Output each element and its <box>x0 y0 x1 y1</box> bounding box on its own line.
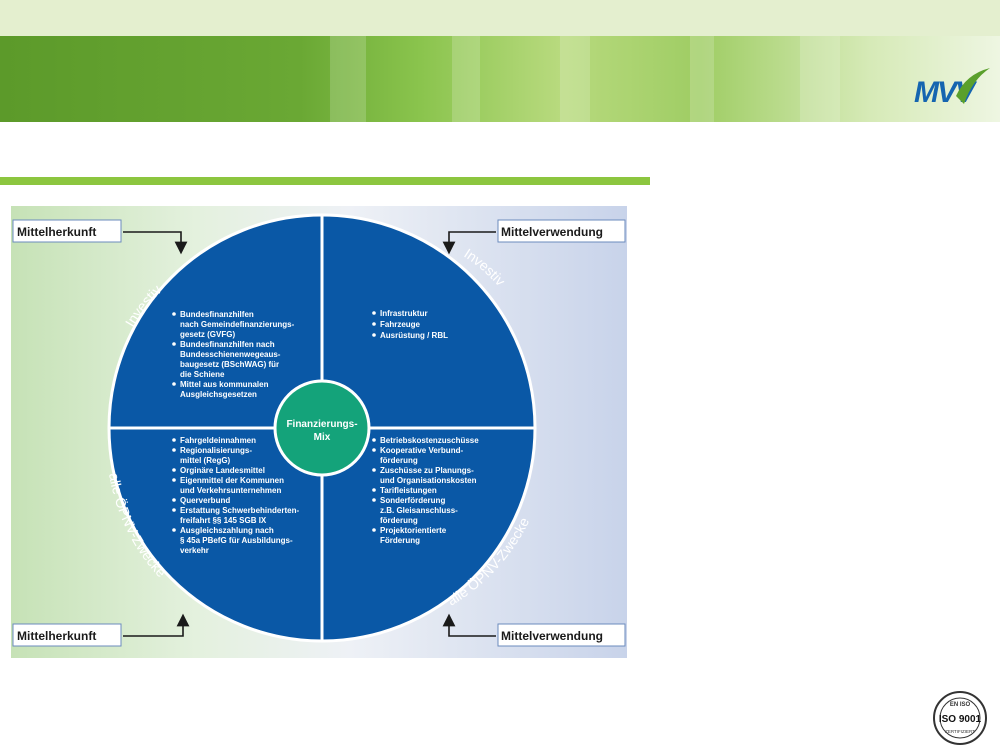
box-mittelherkunft-top-label: Mittelherkunft <box>17 225 96 239</box>
list-item-text: Sonderförderung <box>380 496 445 505</box>
bullet-icon <box>372 322 376 326</box>
list-item-text: Eigenmittel der Kommunen <box>180 476 284 485</box>
iso-badge-main-text: ISO 9001 <box>939 714 982 725</box>
mvv-logo: MVV <box>914 68 990 109</box>
list-item-text: Tarifleistungen <box>380 486 437 495</box>
bullet-icon <box>372 468 376 472</box>
banner-stripe <box>690 36 714 122</box>
bullet-icon <box>172 498 176 502</box>
list-item-text: Ausrüstung / RBL <box>380 331 448 340</box>
list-item-text: § 45a PBefG für Ausbildungs- <box>180 536 293 545</box>
bullet-icon <box>372 333 376 337</box>
box-mittelherkunft-bottom <box>12 623 122 647</box>
list-item-text: Zuschüsse zu Planungs- <box>380 466 474 475</box>
box-mittelverwendung-top <box>497 219 626 243</box>
financing-mix-diagram: Finanzierungs- Mix Mittelherkunft Mittel… <box>11 206 627 658</box>
center-label-line2: Mix <box>314 432 331 443</box>
list-item-text: Förderung <box>380 536 420 545</box>
iso-9001-badge: EN ISO ISO 9001 ZERTIFIZIERT <box>933 691 987 745</box>
list-item-text: nach Gemeindefinanzierungs- <box>180 320 295 329</box>
bullet-icon <box>172 478 176 482</box>
list-item-text: Ausgleichszahlung nach <box>180 526 274 535</box>
list-item-text: förderung <box>380 516 418 525</box>
bullet-icon <box>172 438 176 442</box>
list-item-text: Kooperative Verbund- <box>380 446 463 455</box>
banner-stripe <box>800 36 840 122</box>
list-item-text: mittel (RegG) <box>180 456 231 465</box>
list-item-text: verkehr <box>180 546 209 555</box>
bullet-icon <box>172 382 176 386</box>
list-item-text: Mittel aus kommunalen <box>180 380 269 389</box>
bullet-icon <box>172 342 176 346</box>
list-item-text: und Organisationskosten <box>380 476 477 485</box>
arrow-bottom-right <box>442 613 496 637</box>
center-circle <box>273 379 371 477</box>
list-item-text: und Verkehrsunternehmen <box>180 486 281 495</box>
box-mittelherkunft-bottom-label: Mittelherkunft <box>17 629 96 643</box>
list-item-text: gesetz (GVFG) <box>180 330 235 339</box>
list-item-text: Orginäre Landesmittel <box>180 466 265 475</box>
list-item-text: Betriebskostenzuschüsse <box>380 436 479 445</box>
list-item-text: Bundesfinanzhilfen <box>180 310 254 319</box>
box-mittelherkunft-top <box>12 219 122 243</box>
list-item-text: Erstattung Schwerbehinderten- <box>180 506 299 515</box>
bullet-icon <box>372 488 376 492</box>
bullet-icon <box>172 312 176 316</box>
banner-stripe <box>330 36 366 122</box>
iso-badge-bottom-text: ZERTIFIZIERT <box>945 729 975 734</box>
bullet-icon <box>372 311 376 315</box>
list-item-text: Regionalisierungs- <box>180 446 252 455</box>
list-item-text: Fahrzeuge <box>380 320 421 329</box>
box-mittelverwendung-bottom <box>497 623 626 647</box>
list-item-text: förderung <box>380 456 418 465</box>
bullet-icon <box>172 508 176 512</box>
header-green-banner <box>0 36 1000 122</box>
box-mittelverwendung-bottom-label: Mittelverwendung <box>501 629 603 643</box>
arrow-top-right <box>442 231 496 255</box>
bullet-icon <box>172 468 176 472</box>
accent-divider-line <box>0 177 650 185</box>
box-mittelverwendung-top-label: Mittelverwendung <box>501 225 603 239</box>
list-item-text: Fahrgeldeinnahmen <box>180 436 256 445</box>
list-item-text: freifahrt §§ 145 SGB IX <box>180 516 267 525</box>
list-item-text: Ausgleichsgesetzen <box>180 390 257 399</box>
list-item-text: Projektorientierte <box>380 526 447 535</box>
list-item-text: baugesetz (BSchWAG) für <box>180 360 279 369</box>
center-label-line1: Finanzierungs- <box>286 419 357 430</box>
arrow-bottom-left <box>123 613 190 637</box>
list-item-text: Bundesfinanzhilfen nach <box>180 340 275 349</box>
bullet-icon <box>372 528 376 532</box>
bullet-icon <box>172 528 176 532</box>
iso-badge-top-text: EN ISO <box>950 702 971 708</box>
bullet-icon <box>372 438 376 442</box>
bullet-icon <box>372 448 376 452</box>
bullet-icon <box>372 498 376 502</box>
list-item-text: z.B. Gleisanschluss- <box>380 506 458 515</box>
list-item-text: die Schiene <box>180 370 225 379</box>
banner-stripe <box>452 36 480 122</box>
banner-stripe <box>560 36 590 122</box>
bullet-icon <box>172 448 176 452</box>
quadrant-herkunft-oepnv: FahrgeldeinnahmenRegionalisierungs-mitte… <box>172 436 299 555</box>
list-item-text: Infrastruktur <box>380 309 428 318</box>
list-item-text: Querverbund <box>180 496 230 505</box>
list-item-text: Bundesschienenwegeaus- <box>180 350 281 359</box>
header-top-band <box>0 0 1000 44</box>
arrow-top-left <box>123 231 188 255</box>
